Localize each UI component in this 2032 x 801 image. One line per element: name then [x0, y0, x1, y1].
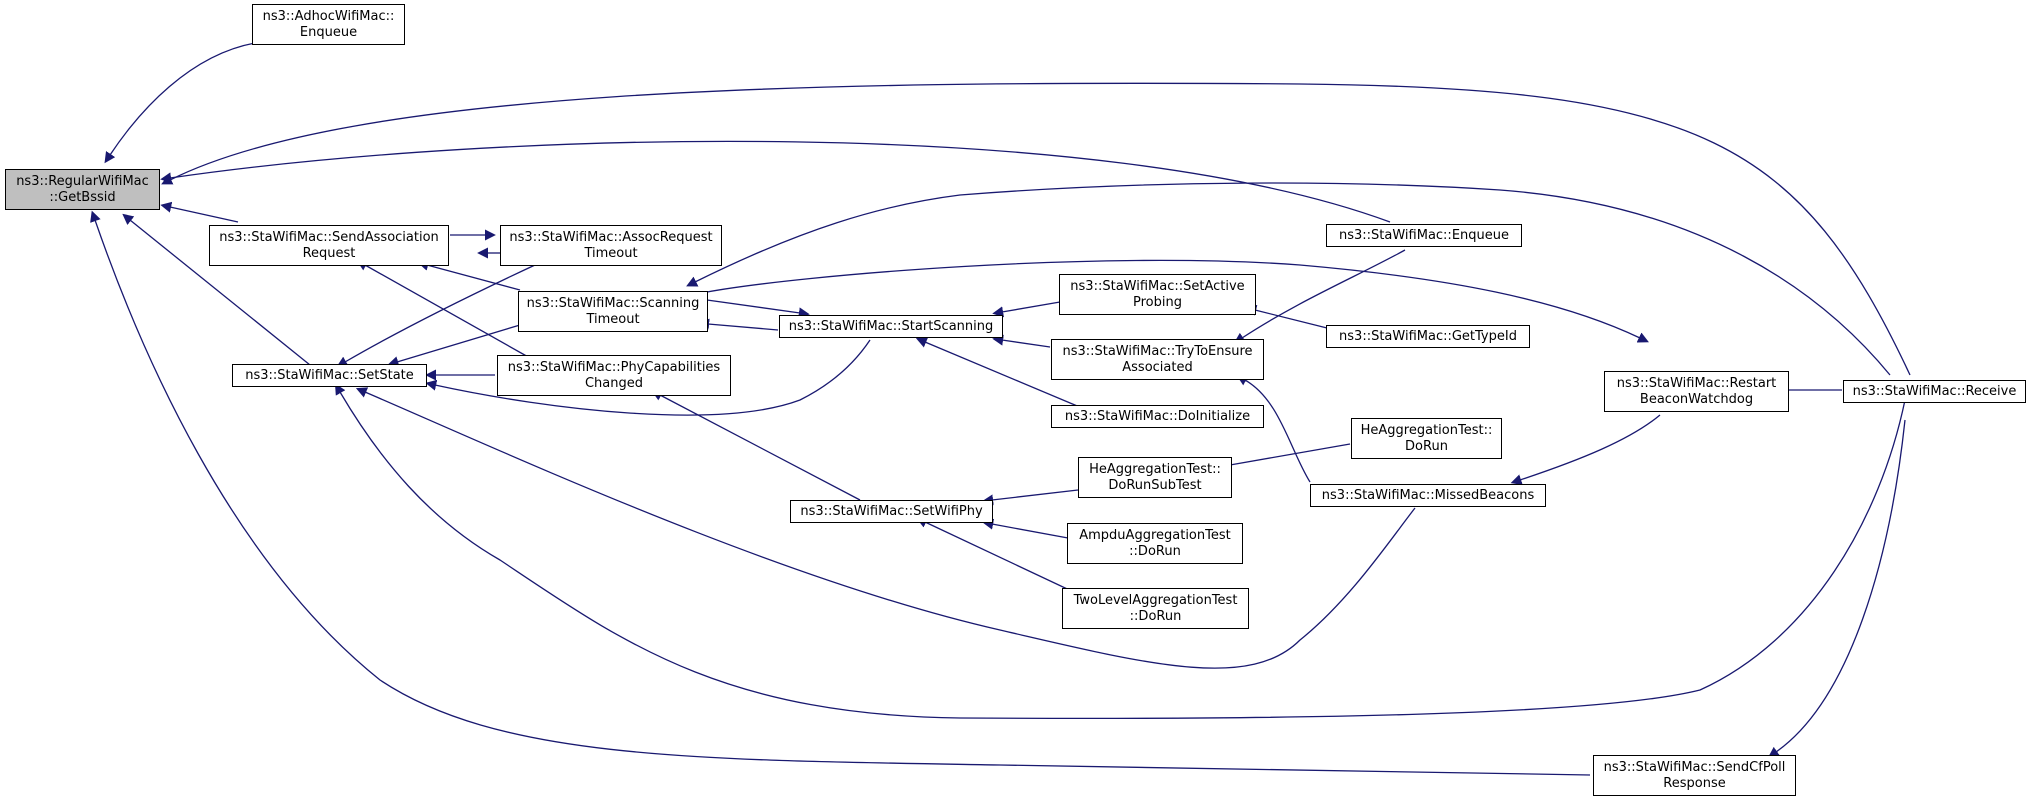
node-label-line: BeaconWatchdog	[1639, 391, 1754, 407]
node-send-association-request[interactable]: ns3::StaWifiMac::SendAssociation Request	[209, 225, 449, 266]
edge-send-assoc-scanning-timeout	[417, 259, 521, 291]
edge-receive-cfpoll	[1767, 419, 1906, 758]
node-label-line: ns3::StaWifiMac::SendCfPoll	[1603, 759, 1786, 775]
node-label-line: Request	[302, 245, 356, 261]
node-he-do-run[interactable]: HeAggregationTest:: DoRun	[1351, 418, 1502, 459]
node-he-do-run-subtest[interactable]: HeAggregationTest:: DoRunSubTest	[1078, 457, 1232, 498]
edge-set-state-assoc-timeout	[336, 264, 536, 367]
node-label-line: DoRunSubTest	[1108, 477, 1202, 493]
node-label-line: HeAggregationTest::	[1089, 461, 1221, 477]
edge-getbssid-cfpoll	[90, 210, 1591, 776]
edge-set-state-receive	[334, 383, 1906, 720]
edge-start-scanning-set-active-probing	[992, 301, 1061, 318]
node-receive[interactable]: ns3::StaWifiMac::Receive	[1843, 380, 2026, 403]
node-try-to-ensure-associated[interactable]: ns3::StaWifiMac::TryToEnsure Associated	[1051, 339, 1264, 380]
node-label-line: AmpduAggregationTest	[1079, 527, 1231, 543]
node-label-line: ns3::StaWifiMac::TryToEnsure	[1062, 343, 1253, 359]
edge-getbssid-receive	[161, 82, 1911, 376]
edge-start-scanning-try-ensure	[992, 334, 1051, 348]
node-label-line: Timeout	[584, 245, 638, 261]
node-two-level-aggregation-do-run[interactable]: TwoLevelAggregationTest ::DoRun	[1062, 588, 1249, 629]
edge-getbssid-sta-enqueue	[160, 140, 1391, 223]
node-set-active-probing[interactable]: ns3::StaWifiMac::SetActive Probing	[1059, 274, 1256, 315]
node-label-line: ns3::StaWifiMac::SetActive	[1070, 278, 1245, 294]
node-label-line: Enqueue	[299, 24, 358, 40]
edge-set-active-probing-get-type-id	[1245, 304, 1328, 329]
node-assoc-request-timeout[interactable]: ns3::StaWifiMac::AssocRequest Timeout	[500, 225, 722, 266]
node-label-line: ::GetBssid	[49, 189, 116, 205]
edge-getbssid-send-assoc	[160, 201, 239, 223]
edge-start-scanning-do-initialize	[915, 337, 1083, 409]
node-regular-wifi-mac-get-bssid[interactable]: ns3::RegularWifiMac ::GetBssid	[5, 169, 160, 210]
edge-getbssid-adhoc-enqueue	[104, 42, 256, 164]
node-label-line: ns3::AdhocWifiMac::	[262, 8, 395, 24]
node-set-wifi-phy[interactable]: ns3::StaWifiMac::SetWifiPhy	[790, 500, 993, 523]
edge-getbssid-set-state	[122, 213, 311, 366]
edge-set-wifi-phy-twolevel	[916, 517, 1081, 596]
node-label-line: ns3::StaWifiMac::GetTypeId	[1339, 328, 1517, 344]
node-label-line: ns3::RegularWifiMac	[16, 173, 149, 189]
edge-scanning-timeout-start-scanning	[706, 299, 810, 319]
node-ampdu-aggregation-do-run[interactable]: AmpduAggregationTest ::DoRun	[1067, 523, 1243, 564]
node-adhoc-wifi-mac-enqueue[interactable]: ns3::AdhocWifiMac:: Enqueue	[252, 4, 405, 45]
node-sta-wifi-mac-enqueue[interactable]: ns3::StaWifiMac::Enqueue	[1326, 224, 1522, 247]
node-get-type-id[interactable]: ns3::StaWifiMac::GetTypeId	[1326, 325, 1530, 348]
node-scanning-timeout[interactable]: ns3::StaWifiMac::Scanning Timeout	[518, 291, 708, 332]
edge-try-ensure-missed-beacons	[1236, 375, 1311, 483]
edge-scanning-timeout-restart-watchdog	[706, 259, 1649, 343]
edge-set-wifi-phy-he-subtest	[982, 489, 1079, 506]
edge-set-wifi-phy-ampdu	[982, 518, 1069, 539]
node-missed-beacons[interactable]: ns3::StaWifiMac::MissedBeacons	[1310, 484, 1546, 507]
edge-he-subtest-he-do-run	[1220, 443, 1351, 471]
node-label-line: ns3::StaWifiMac::MissedBeacons	[1321, 487, 1535, 503]
edge-set-state-missed-beacons	[355, 387, 1416, 669]
node-send-cf-poll-response[interactable]: ns3::StaWifiMac::SendCfPoll Response	[1593, 755, 1796, 796]
node-label-line: ns3::StaWifiMac::AssocRequest	[509, 229, 713, 245]
node-start-scanning[interactable]: ns3::StaWifiMac::StartScanning	[779, 315, 1003, 338]
node-label-line: ::DoRun	[1129, 543, 1181, 559]
edge-send-assoc-phy-cap	[356, 260, 531, 359]
node-label-line: ns3::StaWifiMac::Scanning	[526, 295, 700, 311]
edge-start-scanning-scanning-timeout	[698, 318, 779, 331]
node-label-line: Changed	[584, 375, 644, 391]
node-label-line: Timeout	[586, 311, 640, 327]
edge-try-ensure-sta-enqueue	[1233, 249, 1406, 344]
node-do-initialize[interactable]: ns3::StaWifiMac::DoInitialize	[1051, 405, 1264, 428]
edge-set-state-start-scanning	[425, 339, 871, 416]
node-label-line: ns3::StaWifiMac::Restart	[1616, 375, 1777, 391]
node-label-line: Associated	[1122, 359, 1193, 375]
node-label-line: ns3::StaWifiMac::StartScanning	[788, 318, 994, 334]
edge-phy-cap-set-wifi-phy	[651, 390, 861, 501]
node-label-line: ns3::StaWifiMac::SetState	[245, 367, 414, 383]
node-label-line: ns3::StaWifiMac::SendAssociation	[219, 229, 439, 245]
node-label-line: ns3::StaWifiMac::Enqueue	[1339, 227, 1509, 243]
edge-scanning-timeout-receive	[686, 182, 1891, 376]
node-label-line: HeAggregationTest::	[1360, 422, 1493, 438]
node-label-line: Response	[1663, 775, 1726, 791]
node-label-line: DoRun	[1405, 438, 1448, 454]
node-label-line: ns3::StaWifiMac::DoInitialize	[1064, 408, 1251, 424]
node-label-line: TwoLevelAggregationTest	[1073, 592, 1238, 608]
node-phy-capabilities-changed[interactable]: ns3::StaWifiMac::PhyCapabilities Changed	[497, 355, 731, 396]
edge-missed-beacons-restart-watchdog	[1510, 414, 1661, 485]
node-label-line: ns3::StaWifiMac::SetWifiPhy	[800, 503, 983, 519]
node-label-line: ::DoRun	[1129, 608, 1182, 624]
node-restart-beacon-watchdog[interactable]: ns3::StaWifiMac::Restart BeaconWatchdog	[1604, 371, 1789, 412]
node-set-state[interactable]: ns3::StaWifiMac::SetState	[232, 364, 427, 387]
node-label-line: ns3::StaWifiMac::Receive	[1852, 383, 2017, 399]
node-label-line: Probing	[1133, 294, 1182, 310]
node-label-line: ns3::StaWifiMac::PhyCapabilities	[507, 359, 721, 375]
edge-set-state-scanning-timeout	[387, 324, 521, 367]
